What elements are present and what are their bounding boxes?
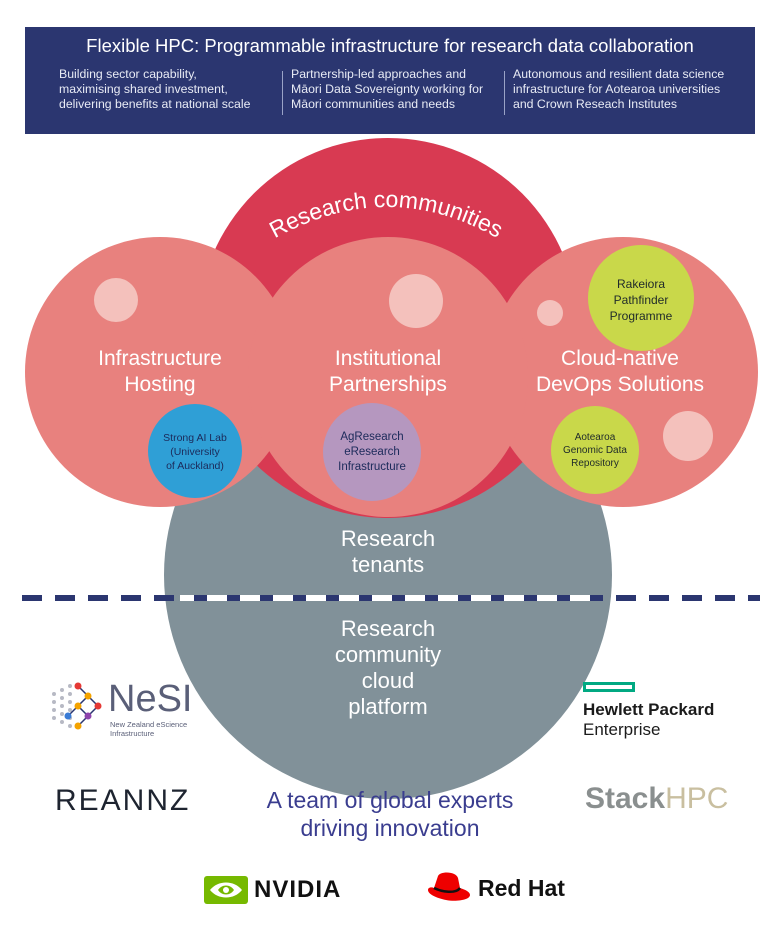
research-tenants-label: Research tenants	[300, 526, 476, 578]
agresearch-badge	[323, 403, 421, 501]
label-line: Genomic Data	[563, 445, 627, 456]
stackhpc-stack-text: Stack	[585, 782, 666, 815]
label-line: Rakeiora	[616, 277, 666, 291]
aotearoa-genomic-badge	[551, 406, 639, 494]
hpe-logo: Hewlett Packard Enterprise	[583, 682, 753, 742]
banner-columns: Building sector capability, maximising s…	[59, 67, 745, 115]
hpe-wordmark-line2: Enterprise	[583, 720, 661, 739]
label-line: eResearch	[344, 446, 400, 458]
label-line: of Auckland)	[166, 460, 224, 472]
agresearch-label: AgResearch eResearch Infrastructure	[322, 430, 422, 475]
strong-ai-lab-badge	[148, 404, 242, 498]
nesi-wordmark: NeSI	[108, 678, 193, 720]
nvidia-logo: NVIDIA	[204, 874, 364, 906]
cloud-native-label: Cloud-native DevOps Solutions	[520, 346, 720, 398]
banner-col2-line2: Māori Data Sovereignty working for	[291, 82, 484, 96]
banner-col2-line1: Partnership-led approaches and	[291, 67, 467, 81]
header-banner: Flexible HPC: Programmable infrastructur…	[25, 27, 755, 134]
rakeiora-label: Rakeiora Pathfinder Programme	[596, 276, 686, 324]
label-line: Programme	[609, 309, 673, 323]
label-line: community	[334, 642, 442, 667]
nesi-sub-line: Infrastructure	[110, 729, 155, 738]
banner-col1-line1: Building sector capability,	[59, 67, 197, 81]
research-platform-label: Research community cloud platform	[290, 616, 486, 720]
label-line: DevOps Solutions	[535, 373, 705, 396]
nesi-subtitle: New Zealand eScience Infrastructure	[110, 720, 187, 738]
infrastructure-hosting-label: Infrastructure Hosting	[70, 346, 250, 398]
nvidia-eye-icon	[204, 876, 248, 904]
aotearoa-genomic-label: Aotearoa Genomic Data Repository	[551, 431, 639, 470]
banner-col1-line3: delivering benefits at national scale	[59, 97, 251, 111]
banner-col3-line2: infrastructure for Aotearoa universities	[513, 82, 721, 96]
banner-column-3: Autonomous and resilient data science in…	[513, 67, 743, 115]
banner-col3-line1: Autonomous and resilient data science	[513, 67, 725, 81]
banner-col1-line2: maximising shared investment,	[59, 82, 228, 96]
label-line: Research	[340, 616, 436, 641]
banner-column-2: Partnership-led approaches and Māori Dat…	[291, 67, 496, 115]
label-line: Hosting	[124, 373, 196, 396]
stackhpc-hpc-text: HPC	[665, 782, 729, 815]
label-line: Partnerships	[329, 373, 447, 396]
banner-title: Flexible HPC: Programmable infrastructur…	[86, 35, 694, 56]
hpe-green-bar-icon	[583, 682, 635, 692]
label-line: Aotearoa	[574, 432, 616, 443]
strong-ai-lab-label: Strong AI Lab (University of Auckland)	[150, 431, 240, 473]
label-line: Infrastructure	[338, 461, 406, 473]
label-line: Pathfinder	[613, 293, 669, 307]
rakeiora-badge	[588, 245, 694, 351]
hpe-wordmark-line1: Hewlett Packard	[583, 700, 715, 719]
banner-column-1: Building sector capability, maximising s…	[59, 67, 274, 115]
label-line: cloud	[361, 668, 415, 693]
reannz-logo: REANNZ	[55, 784, 191, 817]
nesi-sub-line: New Zealand eScience	[110, 720, 188, 729]
stackhpc-logo: StackHPC	[585, 782, 728, 816]
label-line: AgResearch	[340, 431, 404, 443]
nesi-logo: NeSI New Zealand eScience Infrastructure	[48, 678, 208, 740]
redhat-wordmark: Red Hat	[478, 875, 565, 901]
redhat-fedora-icon	[428, 872, 470, 901]
redhat-logo: Red Hat	[426, 870, 586, 906]
banner-col3-line3: and Crown Reseach Institutes	[513, 97, 678, 111]
banner-col2-line3: Māori communities and needs	[291, 97, 456, 111]
team-tagline-line: A team of global experts	[266, 787, 514, 813]
institutional-partnerships-label: Institutional Partnerships	[298, 346, 478, 398]
decorative-bubble	[94, 278, 138, 322]
decorative-bubble	[537, 300, 563, 326]
label-line: platform	[348, 694, 428, 719]
label-line: Cloud-native	[561, 347, 679, 370]
label-line: Repository	[571, 458, 619, 469]
label-line: (University	[170, 446, 220, 458]
banner-separator	[282, 71, 283, 115]
banner-separator	[504, 71, 505, 115]
team-tagline-line: driving innovation	[300, 815, 480, 841]
label-line: Institutional	[334, 347, 442, 370]
decorative-bubble	[389, 274, 443, 328]
nvidia-wordmark: NVIDIA	[254, 876, 342, 903]
nesi-grid-icon	[52, 682, 102, 730]
label-line: Research	[340, 526, 436, 551]
label-line: tenants	[351, 552, 425, 577]
institutional-partnerships-circle	[248, 237, 528, 517]
label-line: Strong AI Lab	[163, 432, 227, 444]
label-line: Infrastructure	[98, 347, 222, 370]
decorative-bubble	[663, 411, 713, 461]
team-tagline: A team of global experts driving innovat…	[230, 786, 550, 842]
